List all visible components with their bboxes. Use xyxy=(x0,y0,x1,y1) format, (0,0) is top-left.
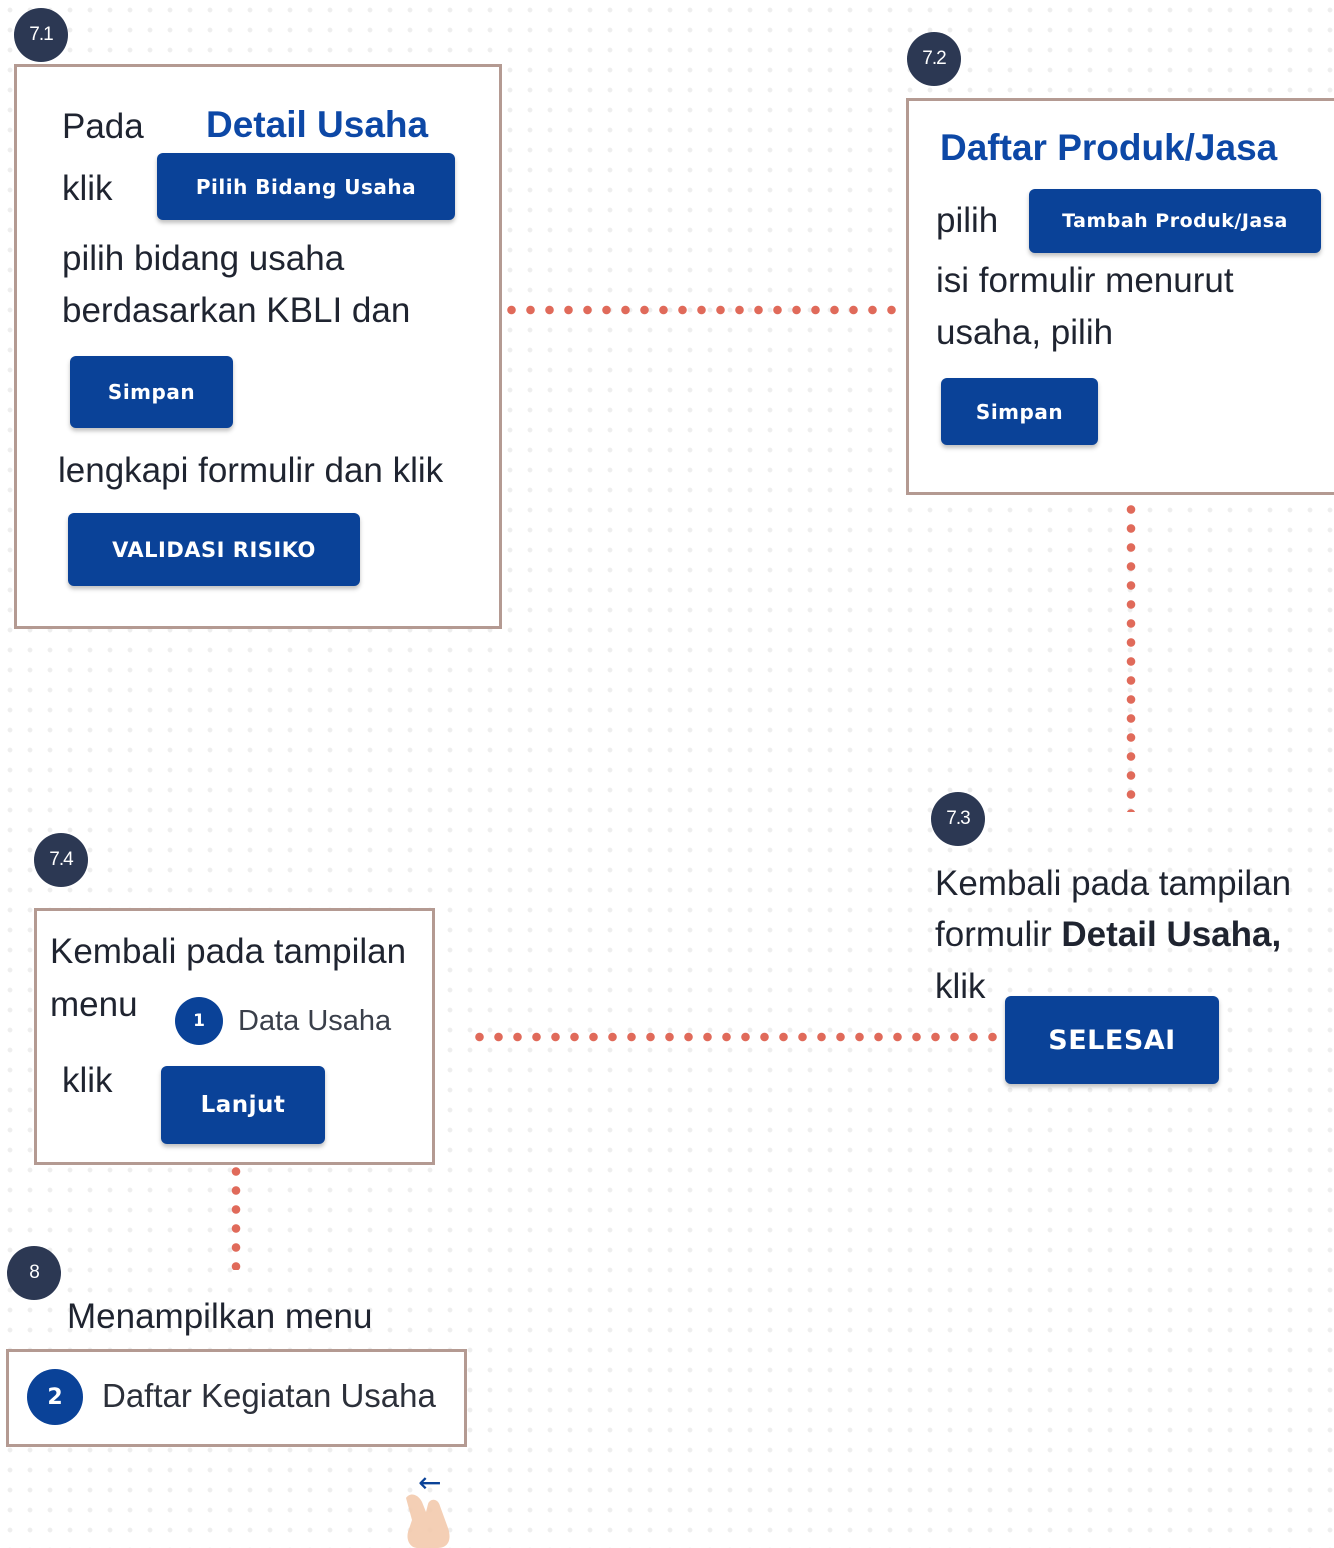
step-badge-7-1: 7.1 xyxy=(14,8,68,62)
text-klik-74: klik xyxy=(62,1061,113,1100)
step-badge-8: 8 xyxy=(7,1246,61,1300)
text-formulir-detail-usaha: formulir Detail Usaha, xyxy=(935,915,1281,955)
pilih-bidang-usaha-button[interactable]: Pilih Bidang Usaha xyxy=(157,153,455,220)
hand-pointer-icon xyxy=(406,1494,450,1548)
step-7-1-card: Pada Detail Usaha klik Pilih Bidang Usah… xyxy=(14,64,502,629)
step-badge-7-2: 7.2 xyxy=(907,32,961,86)
text-klik-73: klik xyxy=(935,967,986,1006)
menu-step-2-icon: 2 xyxy=(27,1369,83,1425)
connector-74-8 xyxy=(231,1162,241,1270)
text-detail-usaha-bold: Detail Usaha, xyxy=(1061,915,1282,954)
menu-step-1-icon: 1 xyxy=(175,997,223,1045)
menu-data-usaha[interactable]: Data Usaha xyxy=(238,1005,392,1037)
text-isi-formulir: isi formulir menurut xyxy=(936,261,1234,300)
connector-73-74 xyxy=(470,1032,1004,1042)
tambah-produk-jasa-button[interactable]: Tambah Produk/Jasa xyxy=(1029,189,1321,253)
connector-71-72 xyxy=(502,305,906,315)
text-menampilkan-menu: Menampilkan menu xyxy=(67,1297,373,1336)
text-formulir: formulir xyxy=(935,915,1062,954)
lanjut-button[interactable]: Lanjut xyxy=(161,1066,325,1144)
menu-daftar-kegiatan-usaha[interactable]: Daftar Kegiatan Usaha xyxy=(102,1377,436,1414)
step-8-menu-card: 2 Daftar Kegiatan Usaha xyxy=(6,1349,467,1447)
back-arrow-icon: ← xyxy=(418,1466,442,1499)
text-usaha-pilih: usaha, pilih xyxy=(936,313,1114,352)
simpan-button[interactable]: Simpan xyxy=(70,356,233,428)
text-kembali-tampilan-74: Kembali pada tampilan xyxy=(50,932,407,971)
text-menu: menu xyxy=(50,985,138,1024)
text-kembali-tampilan-73: Kembali pada tampilan xyxy=(935,864,1292,903)
text-pilih: pilih xyxy=(936,201,999,240)
text-pilih-bidang: pilih bidang usaha xyxy=(62,239,345,278)
selesai-button[interactable]: SELESAI xyxy=(1005,996,1219,1084)
text-lengkapi-formulir: lengkapi formulir dan klik xyxy=(58,451,444,490)
text-klik: klik xyxy=(62,169,113,208)
validasi-risiko-button[interactable]: VALIDASI RISIKO xyxy=(68,513,360,586)
step-badge-7-3: 7.3 xyxy=(931,792,985,846)
step-7-4-card: Kembali pada tampilan menu 1 Data Usaha … xyxy=(34,908,435,1165)
text-pada: Pada xyxy=(62,107,144,146)
step-7-2-card: Daftar Produk/Jasa pilih Tambah Produk/J… xyxy=(906,98,1334,495)
heading-daftar-produk-jasa: Daftar Produk/Jasa xyxy=(940,127,1278,168)
connector-72-73 xyxy=(1126,500,1136,812)
step-badge-7-4: 7.4 xyxy=(34,833,88,887)
heading-detail-usaha: Detail Usaha xyxy=(206,104,429,145)
text-berdasarkan-kbli: berdasarkan KBLI dan xyxy=(62,291,411,330)
simpan-produk-button[interactable]: Simpan xyxy=(941,378,1098,445)
